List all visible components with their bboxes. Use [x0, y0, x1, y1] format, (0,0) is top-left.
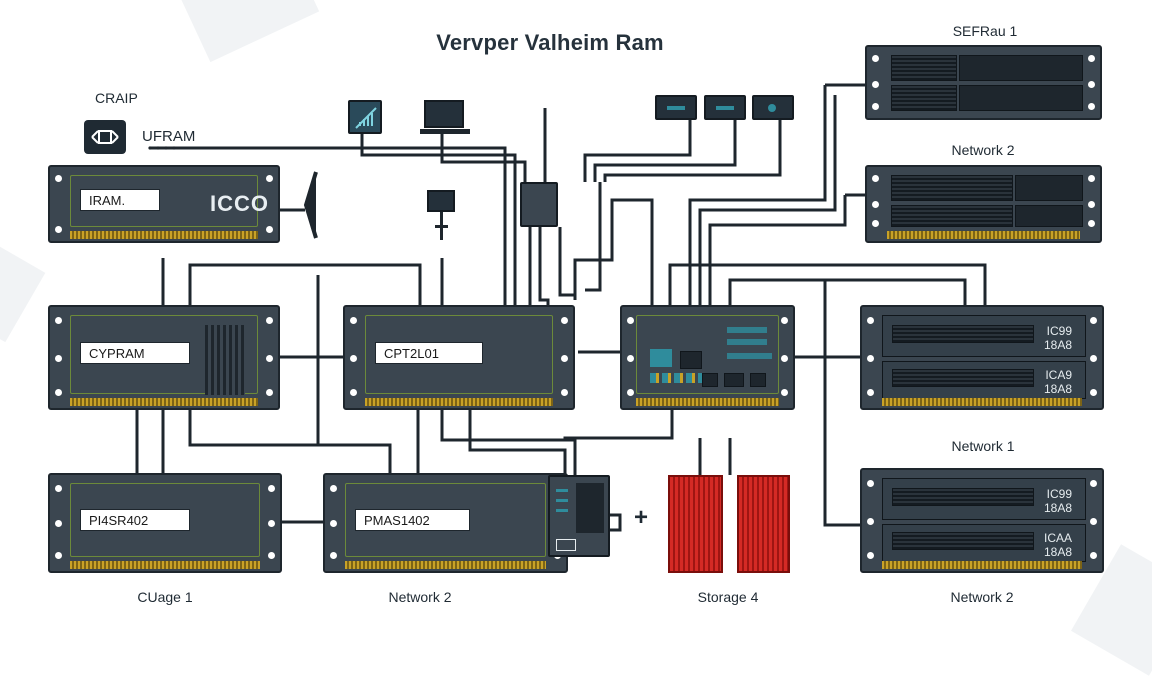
- label-network-2-bottom-right: Network 2: [950, 589, 1014, 605]
- label-sefrau-1: SEFRau 1: [952, 23, 1018, 39]
- server-code: IC99: [1046, 324, 1072, 338]
- ram-module-iram: IRAM. ICCO: [48, 165, 280, 243]
- network-hub: [520, 182, 558, 227]
- ram-module-cypram: CYPRAM: [48, 305, 280, 410]
- label-cuage-1: CUage 1: [137, 589, 193, 605]
- server-code: 18A8: [1043, 501, 1072, 515]
- monitor-icon: [348, 100, 382, 134]
- cpu-chip-icon: [84, 120, 126, 154]
- server-code: ICA9: [1045, 368, 1072, 382]
- module-logo: ICCO: [210, 191, 269, 216]
- switch-unit-1: [655, 95, 697, 120]
- switch-unit-2: [704, 95, 746, 120]
- laptop-icon: [420, 100, 470, 136]
- ram-module-pi4s: PI4SR402: [48, 473, 282, 573]
- server-network-2-top: [865, 165, 1102, 243]
- label-network-2-top: Network 2: [951, 142, 1015, 158]
- label-uf-ram: UFRAM: [142, 128, 196, 145]
- antenna-icon: [300, 170, 320, 240]
- camera-icon: [427, 190, 457, 245]
- ram-module-pmas: PMAS1402: [323, 473, 568, 573]
- plus-symbol: +: [634, 504, 649, 531]
- label-storage-4: Storage 4: [697, 589, 759, 605]
- module-label: PMAS1402: [355, 509, 470, 531]
- server-sefrau-1: [865, 45, 1102, 120]
- storage-unit-1: [668, 475, 723, 573]
- storage-unit-2: [737, 475, 790, 573]
- module-label: CPT2L01: [375, 342, 483, 364]
- label-crap: CRAIP: [95, 90, 138, 106]
- label-network-2-bottom-mid: Network 2: [388, 589, 452, 605]
- switch-unit-3: [752, 95, 794, 120]
- controller-unit: [548, 475, 610, 557]
- server-code: ICAA: [1043, 531, 1072, 545]
- diagram-title: Vervper Valheim Ram: [436, 30, 664, 55]
- server-code: IC99: [1046, 487, 1072, 501]
- module-label: PI4SR402: [80, 509, 190, 531]
- server-bottom-right: IC99 18A8 ICAA 18A8: [860, 468, 1104, 573]
- control-board: [620, 305, 795, 410]
- label-network-1: Network 1: [951, 438, 1015, 454]
- connection-wires: [135, 83, 987, 532]
- module-label: IRAM.: [80, 189, 160, 211]
- server-mid-right: IC99 18A8 ICA9 18A8: [860, 305, 1104, 410]
- ram-module-cpt: CPT2L01: [343, 305, 575, 410]
- module-label: CYPRAM: [80, 342, 190, 364]
- server-code: 18A8: [1043, 382, 1072, 396]
- server-code: 18A8: [1043, 338, 1072, 352]
- server-code: 18A8: [1043, 545, 1072, 559]
